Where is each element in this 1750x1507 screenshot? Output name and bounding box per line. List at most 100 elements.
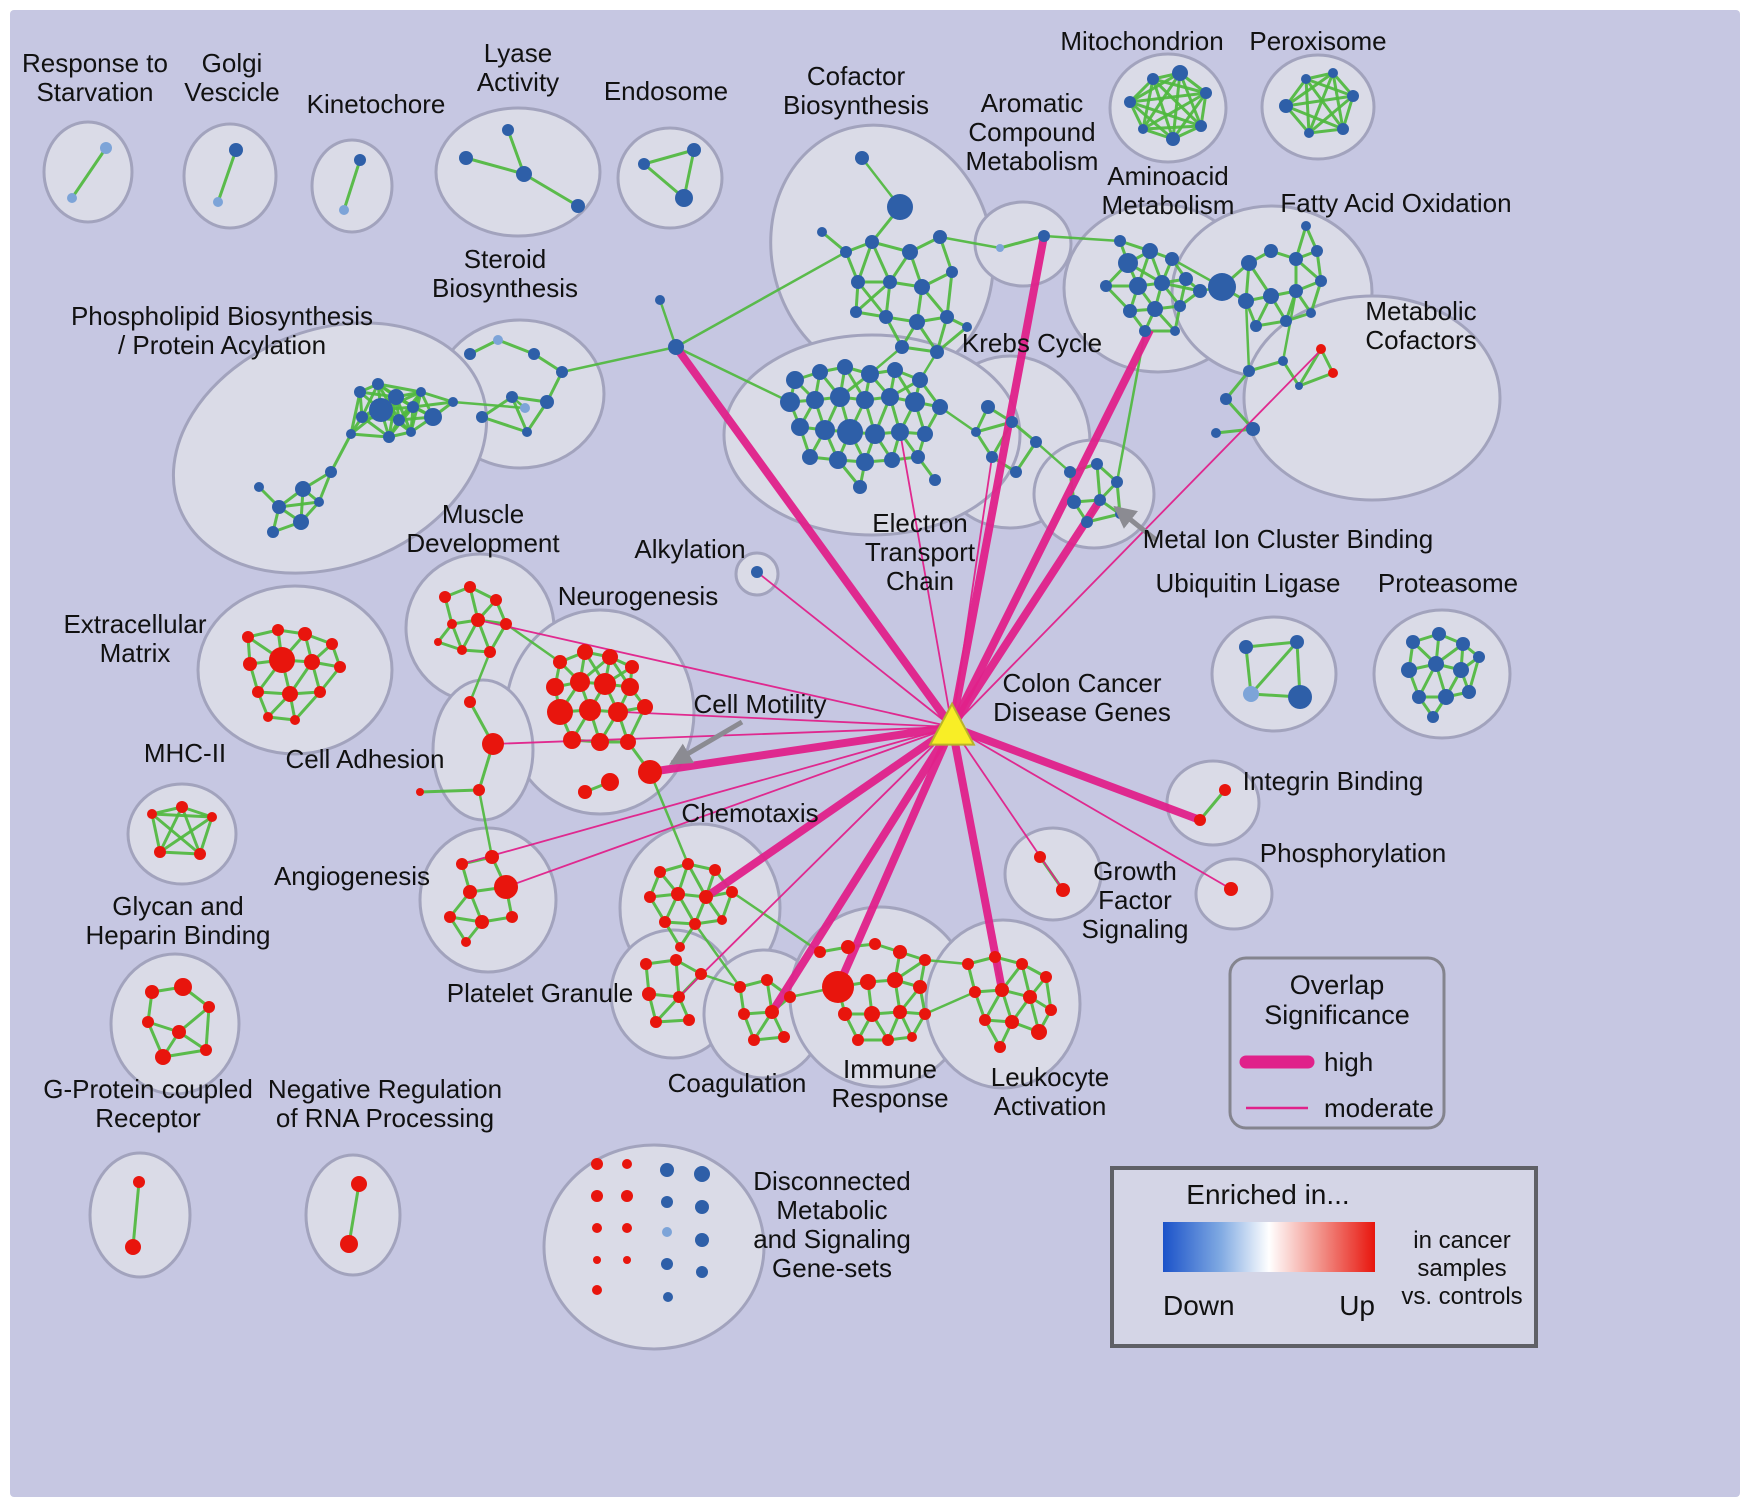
gene-set-node-cofactor-biosynthesis[interactable] <box>855 151 869 165</box>
gene-set-node-mitochondrion[interactable] <box>1124 96 1136 108</box>
gene-set-node-muscle-development[interactable] <box>490 594 502 606</box>
gene-set-node-lyase-activity[interactable] <box>459 151 473 165</box>
gene-set-node-leukocyte-activation[interactable] <box>1031 1024 1047 1040</box>
gene-set-node-electron-transport-chain[interactable] <box>780 392 800 412</box>
gene-set-node-growth-factor-signaling[interactable] <box>1034 851 1046 863</box>
gene-set-node-fatty-acid-oxidation[interactable] <box>1280 315 1292 327</box>
gene-set-node-phospholipid-biosynthesis[interactable] <box>388 389 404 405</box>
gene-set-node-aminoacid-metabolism[interactable] <box>1114 235 1126 247</box>
gene-set-node-phospholipid-biosynthesis[interactable] <box>448 397 458 407</box>
gene-set-node-cofactor-biosynthesis[interactable] <box>940 310 954 324</box>
gene-set-node-coagulation[interactable] <box>748 1034 760 1046</box>
gene-set-node-metal-ion-cluster-binding[interactable] <box>1091 458 1103 470</box>
gene-set-node-fatty-acid-oxidation[interactable] <box>1301 221 1311 231</box>
gene-set-node-phospholipid-biosynthesis[interactable] <box>424 408 442 426</box>
gene-set-node-aminoacid-metabolism[interactable] <box>1174 300 1186 312</box>
gene-set-node-neurogenesis[interactable] <box>570 672 590 692</box>
gene-set-node-disconnected-gene-sets[interactable] <box>661 1196 673 1208</box>
gene-set-node-steroid-biosynthesis[interactable] <box>476 411 488 423</box>
gene-set-node-ubiquitin-ligase[interactable] <box>1239 640 1253 654</box>
gene-set-node-endosome[interactable] <box>675 189 693 207</box>
gene-set-node-chemotaxis[interactable] <box>675 942 685 952</box>
gene-set-node-platelet-granule[interactable] <box>673 991 685 1003</box>
gene-set-node-g-protein-coupled-receptor[interactable] <box>133 1176 145 1188</box>
gene-set-node-steroid-biosynthesis[interactable] <box>540 395 554 409</box>
gene-set-node-leukocyte-activation[interactable] <box>979 1014 991 1026</box>
gene-set-node-disconnected-gene-sets[interactable] <box>622 1159 632 1169</box>
gene-set-node-angiogenesis[interactable] <box>463 885 477 899</box>
gene-set-node-muscle-development[interactable] <box>434 638 442 646</box>
gene-set-node-platelet-granule[interactable] <box>642 987 656 1001</box>
gene-set-node-golgi-vescicle[interactable] <box>213 197 223 207</box>
gene-set-node-neurogenesis[interactable] <box>546 678 564 696</box>
gene-set-node-electron-transport-chain[interactable] <box>802 449 818 465</box>
gene-set-node-immune-response[interactable] <box>838 1007 852 1021</box>
gene-set-node-mitochondrion[interactable] <box>1172 65 1188 81</box>
gene-set-node-cofactor-biosynthesis[interactable] <box>909 314 925 330</box>
gene-set-node-platelet-granule[interactable] <box>670 954 682 966</box>
gene-set-node-peroxisome[interactable] <box>1279 99 1293 113</box>
gene-set-node-integrin-binding[interactable] <box>1194 814 1206 826</box>
gene-set-node-coagulation[interactable] <box>778 1031 790 1043</box>
gene-set-node-neurogenesis[interactable] <box>602 649 618 665</box>
gene-set-node-phospholipid-biosynthesis[interactable] <box>272 500 286 514</box>
gene-set-node-disconnected-gene-sets[interactable] <box>663 1292 673 1302</box>
gene-set-node-immune-response[interactable] <box>919 954 931 966</box>
gene-set-node-aminoacid-metabolism[interactable] <box>1154 275 1170 291</box>
gene-set-node-leukocyte-activation[interactable] <box>995 983 1009 997</box>
gene-set-node-steroid-biosynthesis[interactable] <box>556 366 568 378</box>
gene-set-node-disconnected-gene-sets[interactable] <box>623 1256 631 1264</box>
gene-set-node-platelet-granule[interactable] <box>695 968 707 980</box>
gene-set-node-proteasome[interactable] <box>1401 662 1417 678</box>
gene-set-node-cell-adhesion[interactable] <box>464 696 476 708</box>
gene-set-node-neurogenesis[interactable] <box>625 660 639 674</box>
gene-set-node-aminoacid-metabolism[interactable] <box>1193 284 1207 298</box>
gene-set-node-proteasome[interactable] <box>1473 651 1485 663</box>
gene-set-node-ubiquitin-ligase[interactable] <box>1288 685 1312 709</box>
gene-set-node-fatty-acid-oxidation[interactable] <box>1250 320 1262 332</box>
gene-set-node-kinetochore[interactable] <box>354 154 366 166</box>
gene-set-node-leukocyte-activation[interactable] <box>1005 1015 1019 1029</box>
gene-set-node-proteasome[interactable] <box>1427 711 1439 723</box>
gene-set-node-kinetochore[interactable] <box>339 205 349 215</box>
gene-set-node-leukocyte-activation[interactable] <box>994 1041 1006 1053</box>
gene-set-node-fatty-acid-oxidation[interactable] <box>1241 255 1257 271</box>
gene-set-node-golgi-vescicle[interactable] <box>229 143 243 157</box>
gene-set-node-disconnected-gene-sets[interactable] <box>695 1233 709 1247</box>
gene-set-node-neurogenesis[interactable] <box>621 678 639 696</box>
gene-set-node-extracellular-matrix[interactable] <box>298 627 312 641</box>
gene-set-node-angiogenesis[interactable] <box>506 911 518 923</box>
gene-set-node-cofactor-biosynthesis[interactable] <box>865 235 879 249</box>
gene-set-node-response-to-starvation[interactable] <box>67 193 77 203</box>
gene-set-node-aromatic-compound-metabolism[interactable] <box>996 244 1004 252</box>
gene-set-node-extracellular-matrix[interactable] <box>304 654 320 670</box>
gene-set-node-glycan-heparin-binding[interactable] <box>172 1025 186 1039</box>
gene-set-node-steroid-biosynthesis[interactable] <box>493 335 503 345</box>
gene-set-node-coagulation[interactable] <box>761 974 773 986</box>
gene-set-node-immune-response[interactable] <box>822 971 854 1003</box>
gene-set-node-electron-transport-chain[interactable] <box>917 426 933 442</box>
gene-set-node-chemotaxis[interactable] <box>726 886 738 898</box>
gene-set-node-mhc-ii[interactable] <box>207 812 217 822</box>
gene-set-node-coagulation[interactable] <box>738 1008 750 1020</box>
gene-set-node-glycan-heparin-binding[interactable] <box>200 1044 212 1056</box>
gene-set-node-aminoacid-metabolism[interactable] <box>1123 304 1137 318</box>
gene-set-node-chemotaxis[interactable] <box>654 866 666 878</box>
gene-set-node-aminoacid-metabolism[interactable] <box>1139 325 1151 337</box>
gene-set-node-immune-response[interactable] <box>919 1008 931 1020</box>
gene-set-node-extracellular-matrix[interactable] <box>269 647 295 673</box>
gene-set-node-electron-transport-chain[interactable] <box>853 480 867 494</box>
gene-set-node-leukocyte-activation[interactable] <box>962 958 974 970</box>
gene-set-node-metabolic-cofactors[interactable] <box>1246 422 1260 436</box>
gene-set-node-disconnected-gene-sets[interactable] <box>591 1190 603 1202</box>
gene-set-node-electron-transport-chain[interactable] <box>806 391 824 409</box>
gene-set-node-electron-transport-chain[interactable] <box>911 450 925 464</box>
gene-set-node-muscle-development[interactable] <box>447 619 457 629</box>
gene-set-node-lyase-activity[interactable] <box>571 199 585 213</box>
gene-set-node-platelet-granule[interactable] <box>640 958 652 970</box>
gene-set-node-cofactor-biosynthesis[interactable] <box>851 275 865 289</box>
gene-set-node-angiogenesis[interactable] <box>485 850 499 864</box>
gene-set-node-metabolic-cofactors[interactable] <box>1328 368 1338 378</box>
gene-set-node-electron-transport-chain[interactable] <box>932 399 948 415</box>
gene-set-node-endosome[interactable] <box>638 158 650 170</box>
